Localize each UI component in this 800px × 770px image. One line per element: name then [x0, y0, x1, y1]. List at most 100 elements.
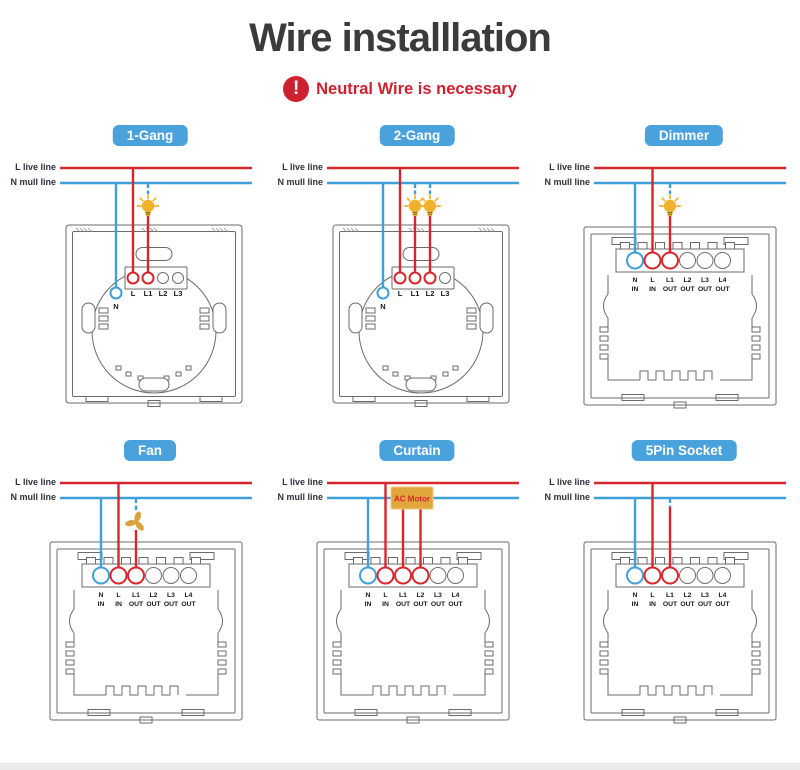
terminal-label: OUT	[663, 601, 678, 608]
terminal-label: OUT	[715, 601, 730, 608]
live-line-label: L live line	[15, 162, 56, 172]
terminal-label: L2	[417, 592, 425, 599]
badge-fan: Fan	[123, 440, 177, 461]
terminal-label: L	[131, 289, 136, 298]
badge-5pin-socket: 5Pin Socket	[631, 440, 737, 461]
terminal-l-in	[109, 566, 128, 585]
terminal-l1	[141, 271, 155, 285]
panel-curtain: Curtain L live line N mull line AC Motor…	[267, 437, 533, 747]
fan-icon	[124, 510, 146, 533]
ac-motor-label: AC Motor	[394, 495, 430, 504]
terminal-l3-out	[696, 252, 714, 269]
terminal-label: OUT	[396, 601, 411, 608]
terminal-n	[109, 286, 123, 300]
switch-plate	[49, 541, 243, 724]
panel-fan: Fan L live line N mull line N L L1 L2 L3…	[0, 437, 266, 747]
wiring-diagram-5pin-socket: N L L1 L2 L3 L4 IN IN OUT OUT OUT OUT	[583, 481, 786, 724]
badge-1-gang: 1-Gang	[112, 125, 188, 146]
terminal-label: IN	[632, 601, 639, 608]
terminal-label: L3	[174, 289, 183, 298]
terminal-label: OUT	[698, 286, 713, 293]
terminal-label: OUT	[164, 601, 179, 608]
terminal-l1-out	[394, 566, 412, 585]
bulb-icon	[136, 194, 160, 217]
terminal-label: L3	[167, 592, 175, 599]
live-line-label: L live line	[15, 477, 56, 487]
terminal-label: OUT	[680, 286, 695, 293]
terminal-label: OUT	[146, 601, 161, 608]
bulb-icon-2	[418, 194, 442, 217]
terminal-l3-out	[429, 567, 447, 584]
switch-plate	[583, 541, 777, 724]
terminal-label: L2	[159, 289, 168, 298]
ac-motor-box	[390, 486, 434, 510]
terminal-l1-out	[661, 566, 679, 585]
terminal-label: OUT	[413, 601, 428, 608]
null-line-label: N mull line	[277, 177, 323, 187]
terminal-label: L1	[399, 592, 407, 599]
load-wire	[413, 216, 432, 278]
terminal-l2-out	[679, 252, 696, 269]
live-line-label: L live line	[549, 477, 590, 487]
terminal-label: L3	[701, 592, 709, 599]
terminal-l2	[157, 272, 169, 284]
terminal-label: IN	[632, 286, 639, 293]
terminal-l1	[408, 271, 422, 285]
panel-2-gang: 2-Gang L live line N mull line L L1 L2 L…	[267, 122, 533, 432]
terminal-label: N	[633, 277, 638, 284]
terminal-label: OUT	[431, 601, 446, 608]
terminal-label: IN	[649, 286, 656, 293]
terminal-label: IN	[115, 601, 122, 608]
terminal-label: L	[398, 289, 403, 298]
terminal-n-in	[359, 566, 377, 585]
terminal-label: N	[113, 302, 118, 311]
terminal-label: L3	[434, 592, 442, 599]
panel-5pin-socket: 5Pin Socket L live line N mull line N L …	[534, 437, 800, 747]
panel-1-gang: 1-Gang L live line N mull line L L1 L2 L…	[0, 122, 266, 432]
terminal-l3	[439, 272, 451, 284]
wiring-diagram-dimmer: N L L1 L2 L3 L4 IN IN OUT OUT OUT OUT	[583, 166, 786, 409]
warning-text: Neutral Wire is necessary	[316, 79, 517, 98]
terminal-l2-out	[679, 567, 696, 584]
wiring-diagram-2-gang: L L1 L2 L3 N	[327, 166, 519, 407]
terminal-label: L1	[666, 277, 674, 284]
terminal-label: L3	[441, 289, 450, 298]
terminal-label: L1	[411, 289, 420, 298]
terminal-label: L	[650, 592, 654, 599]
terminal-label: L2	[684, 592, 692, 599]
terminal-label: N	[99, 592, 104, 599]
terminal-label: OUT	[129, 601, 144, 608]
null-line-label: N mull line	[544, 492, 590, 502]
terminal-label: L1	[666, 592, 674, 599]
terminal-label: L2	[684, 277, 692, 284]
terminal-label: OUT	[181, 601, 196, 608]
terminal-label: L4	[185, 592, 193, 599]
terminal-label: N	[633, 592, 638, 599]
terminal-n-in	[626, 566, 644, 585]
terminal-label: IN	[365, 601, 372, 608]
terminal-label: L4	[719, 592, 727, 599]
terminal-l1-out	[127, 566, 145, 585]
terminal-l2	[423, 271, 437, 285]
terminal-l4-out	[714, 252, 731, 269]
wiring-diagram-curtain: AC Motor N L L1 L2 L3 L4 IN IN OUT OUT O…	[316, 481, 519, 724]
terminal-l3-out	[162, 567, 180, 584]
terminal-label: IN	[649, 601, 656, 608]
terminal-label: OUT	[663, 286, 678, 293]
null-line-label: N mull line	[277, 492, 323, 502]
terminal-label: IN	[98, 601, 105, 608]
badge-2-gang: 2-Gang	[379, 125, 455, 146]
terminal-n-in	[92, 566, 110, 585]
live-line-label: L live line	[282, 477, 323, 487]
terminal-n	[376, 286, 390, 300]
bottom-strip	[0, 763, 800, 770]
terminal-label: L2	[150, 592, 158, 599]
terminal-label: L	[383, 592, 387, 599]
terminal-l2-out	[145, 567, 162, 584]
page-title: Wire installlation	[249, 16, 552, 60]
terminal-l3	[172, 272, 184, 284]
terminal-l-in	[643, 566, 662, 585]
warning-banner: ! Neutral Wire is necessary	[0, 76, 800, 102]
terminal-label: L4	[452, 592, 460, 599]
terminal-label: OUT	[680, 601, 695, 608]
